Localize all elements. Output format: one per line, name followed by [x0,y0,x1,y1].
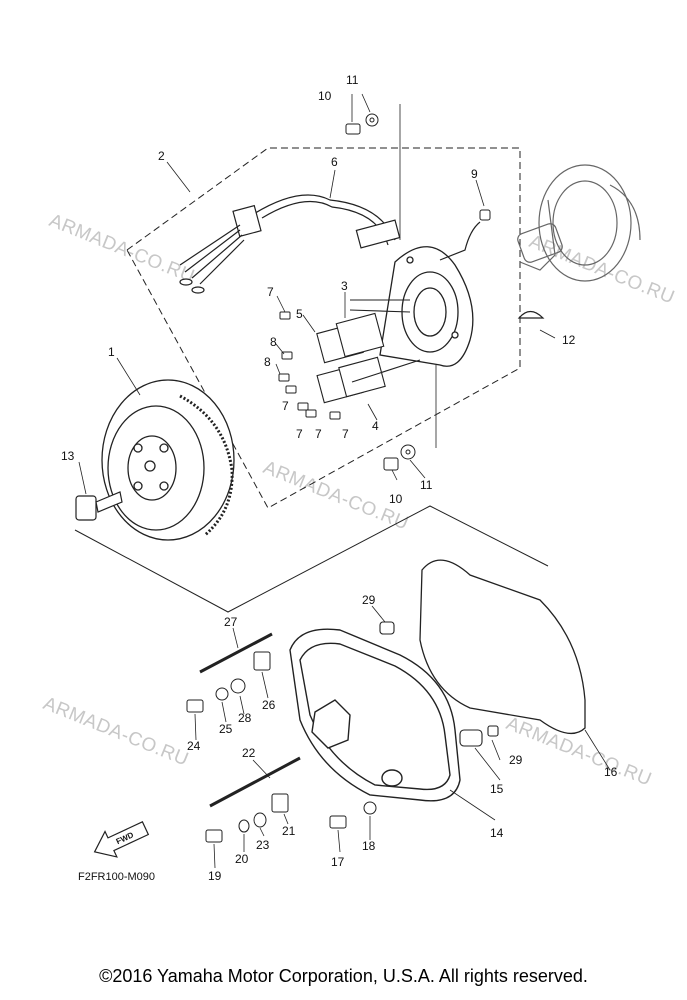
stator-assembly-dashed-box [126,147,521,509]
callout-3: 3 [341,279,348,293]
callout-7: 7 [296,427,303,441]
callout-7: 7 [267,285,274,299]
callout-20: 20 [235,852,249,866]
callout-29: 29 [362,593,376,607]
callout-6: 6 [331,155,338,169]
dowel-pins [379,621,499,747]
cover-fasteners [186,678,377,843]
leader-lines [78,93,611,869]
cover-gasket [419,559,586,735]
callout-19: 19 [208,869,222,883]
fwd-arrow: FWD [93,821,150,858]
callout-10: 10 [389,492,403,506]
fwd-arrow-icon [93,821,150,858]
callout-13: 13 [61,449,75,463]
stator-coils [316,299,421,404]
callout-18: 18 [362,839,376,853]
callout-27: 27 [224,615,238,629]
callout-2: 2 [158,149,165,163]
callout-7: 7 [342,427,349,441]
callout-21: 21 [282,824,296,838]
watermark: ARMADA-CO.RU [503,713,654,790]
flywheel-bolt [75,491,123,521]
callout-24: 24 [187,739,201,753]
callout-14: 14 [490,826,504,840]
stator-plate [379,246,474,367]
callout-22: 22 [242,746,256,760]
crankshaft [517,164,641,282]
callout-28: 28 [238,711,252,725]
callout-1: 1 [108,345,115,359]
callout-8: 8 [270,335,277,349]
callout-29: 29 [509,753,523,767]
watermark: ARMADA-CO.RU [46,210,197,287]
callout-4: 4 [372,419,379,433]
callout-25: 25 [219,722,233,736]
watermark: ARMADA-CO.RU [526,231,677,308]
callout-23: 23 [256,838,270,852]
callout-11: 11 [346,73,359,87]
callout-8: 8 [264,355,271,369]
generator-cover [289,628,461,802]
callout-26: 26 [262,698,276,712]
callout-9: 9 [471,167,478,181]
callout-17: 17 [331,855,345,869]
callout-16: 16 [604,765,618,779]
callout-5: 5 [296,307,303,321]
cover-assembly-bracket [74,505,549,613]
figure-code: F2FR100-M090 [78,871,155,883]
cable-ties-clamps [199,632,301,813]
woodruff-key [517,310,545,319]
callout-11: 11 [420,478,433,492]
fasteners [278,113,491,471]
callout-7: 7 [315,427,322,441]
flywheel-rotor [101,379,235,541]
wire-harness [179,194,481,294]
callout-12: 12 [562,333,576,347]
callout-10: 10 [318,89,332,103]
copyright-notice: ©2016 Yamaha Motor Corporation, U.S.A. A… [99,966,588,986]
callout-7: 7 [282,399,289,413]
watermark: ARMADA-CO.RU [40,693,191,770]
callout-numbers: 1 2 3 4 5 6 7 7 7 7 7 8 8 9 10 10 11 11 … [61,73,618,883]
callout-15: 15 [490,782,504,796]
